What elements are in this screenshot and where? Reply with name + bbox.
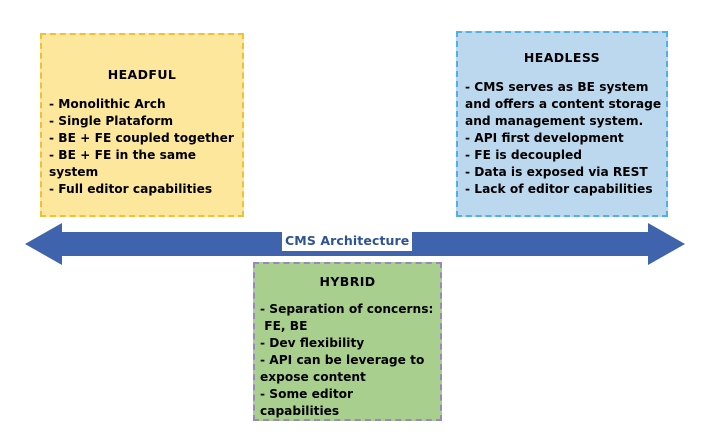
box-title-hybrid: HYBRID xyxy=(319,274,376,289)
box-bullets-headful: - Monolithic Arch - Single Plataform - B… xyxy=(49,97,234,197)
axis-label: CMS Architecture xyxy=(282,232,413,251)
concept-box-headless[interactable]: HEADLESS - CMS serves as BE system and o… xyxy=(456,31,668,217)
box-title-headful: HEADFUL xyxy=(107,67,177,82)
concept-box-hybrid[interactable]: HYBRID - Separation of concerns: FE, BE … xyxy=(253,262,442,421)
box-bullets-hybrid: - Separation of concerns: FE, BE - Dev f… xyxy=(260,302,434,419)
box-title-headless: HEADLESS xyxy=(523,50,601,65)
box-bullets-headless: - CMS serves as BE system and offers a c… xyxy=(465,80,662,197)
concept-box-headful[interactable]: HEADFUL - Monolithic Arch - Single Plata… xyxy=(40,33,244,217)
